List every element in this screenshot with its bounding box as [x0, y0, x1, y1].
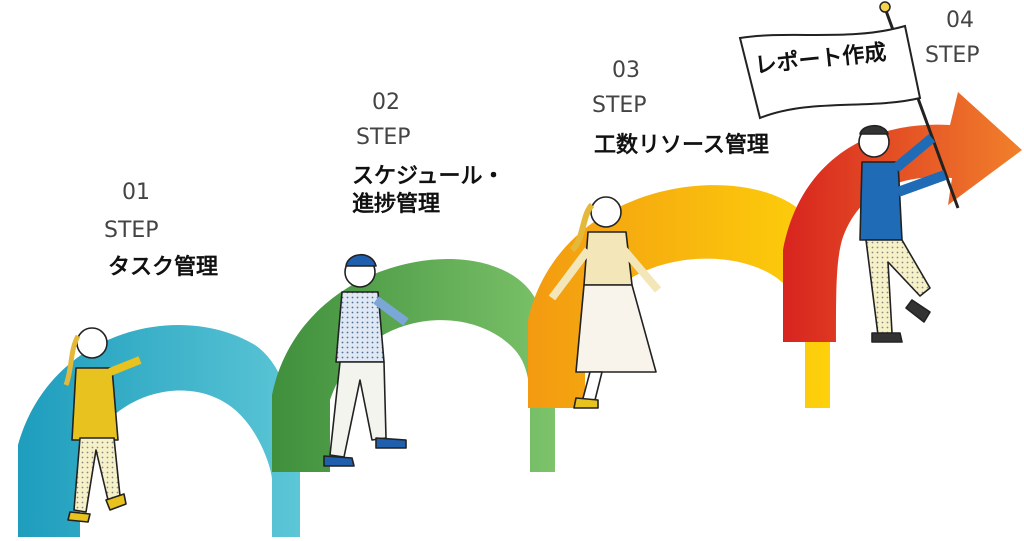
step-3-title: 工数リソース管理 [594, 133, 769, 158]
flag-group [738, 1, 960, 209]
figure-step-1 [63, 327, 142, 523]
step-2-number: 02 [372, 90, 400, 115]
figure-step-4 [858, 124, 947, 343]
flag-cloth [738, 24, 922, 120]
step-1-number: 01 [122, 180, 150, 205]
step-3-number: 03 [612, 58, 640, 83]
step-1-title: タスク管理 [108, 255, 219, 280]
step-4-label: STEP [925, 43, 980, 68]
flag-pole-top [879, 1, 891, 13]
figure-step-2 [323, 253, 409, 467]
step-2-title: スケジュール・ 進捗管理 [352, 164, 505, 217]
arch-step-1 [18, 325, 300, 537]
figure-step-3 [548, 196, 662, 409]
step-1-label: STEP [104, 218, 159, 243]
step-2-label: STEP [356, 125, 411, 150]
step-3-label: STEP [592, 93, 647, 118]
arch-step-2 [272, 258, 555, 472]
step-4-number: 04 [946, 8, 974, 33]
arch-step-4 [783, 92, 1022, 342]
